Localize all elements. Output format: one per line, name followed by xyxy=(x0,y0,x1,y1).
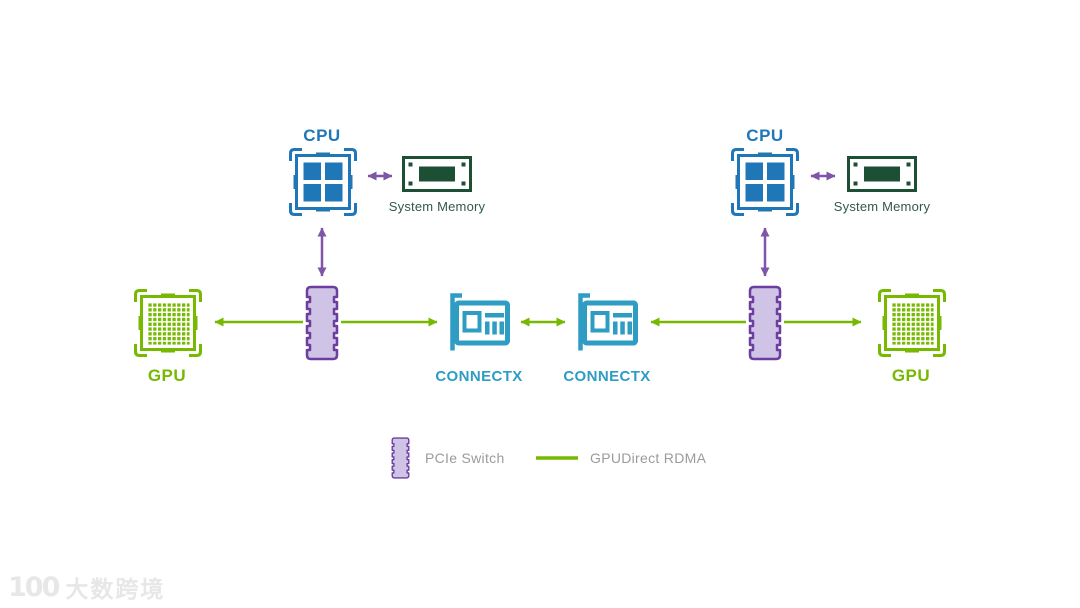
legend-pcie-switch-icon xyxy=(390,437,411,479)
gpu-label-left: GPU xyxy=(147,366,187,385)
cpu-socket-icon xyxy=(289,148,357,216)
cpu-socket-icon xyxy=(731,148,799,216)
memory-label-left: System Memory xyxy=(388,199,486,214)
gpu-label-right: GPU xyxy=(891,366,931,385)
memory-module-icon xyxy=(847,156,917,192)
connectx-label-right: CONNECTX xyxy=(563,368,651,385)
watermark-text: 大数跨境 xyxy=(65,577,166,603)
legend-pcie-switch-label: PCIe Switch xyxy=(425,450,505,466)
connectx-label-left: CONNECTX xyxy=(435,368,523,385)
network-card-icon xyxy=(445,293,511,353)
cpu-label-left: CPU xyxy=(303,126,341,145)
memory-label-right: System Memory xyxy=(833,199,931,214)
watermark: 100 大数跨境 xyxy=(8,570,165,604)
pcie-switch-icon xyxy=(303,285,341,361)
pcie-switch-icon xyxy=(746,285,784,361)
gpu-chip-icon xyxy=(134,289,202,357)
watermark-logo: 100 xyxy=(8,571,60,603)
legend-rdma-label: GPUDirect RDMA xyxy=(590,450,707,466)
memory-module-icon xyxy=(402,156,472,192)
cpu-label-right: CPU xyxy=(746,126,784,145)
gpu-chip-icon xyxy=(878,289,946,357)
network-card-icon xyxy=(573,293,639,353)
